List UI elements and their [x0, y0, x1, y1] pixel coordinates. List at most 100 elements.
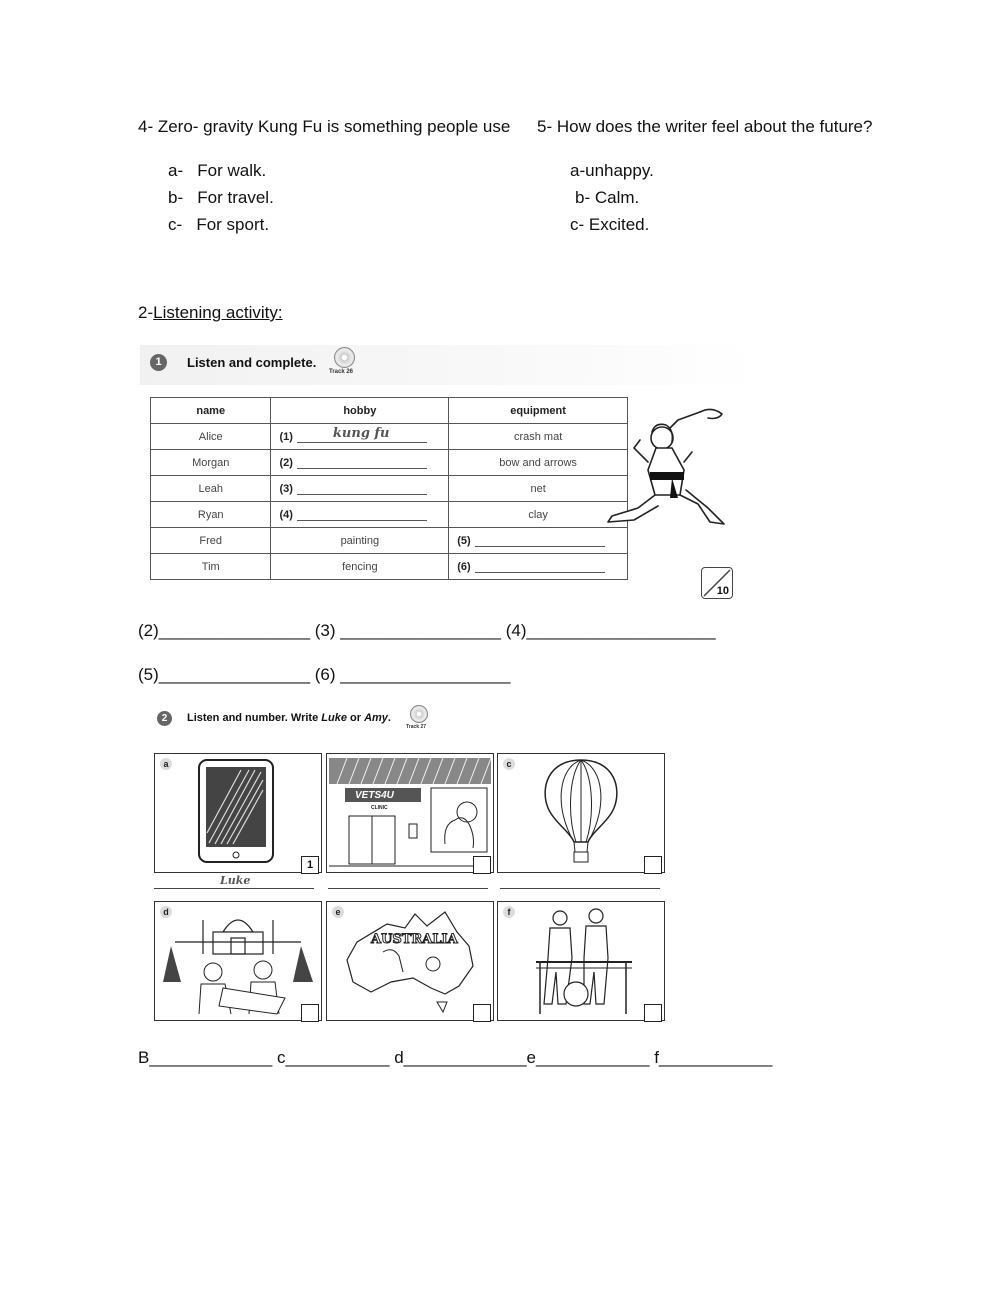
- hobby-blank: (1) kung fu: [270, 423, 450, 450]
- table-row: Fred painting (5): [149, 527, 628, 554]
- write-line-a[interactable]: [154, 888, 314, 889]
- header-hobby: hobby: [270, 397, 450, 424]
- q5-option-a: a-unhappy.: [570, 161, 654, 180]
- write-line-c[interactable]: [500, 888, 660, 889]
- table-row: Leah (3) net: [149, 475, 628, 502]
- number-box[interactable]: [473, 856, 491, 874]
- q4-option-c: c- For sport.: [168, 215, 270, 234]
- number-box[interactable]: [644, 856, 662, 874]
- row-name: Ryan: [149, 501, 272, 528]
- picture-letter: e: [332, 906, 344, 918]
- picture-letter: d: [160, 906, 172, 918]
- table-row: Tim fencing (6): [149, 553, 628, 580]
- tablet-icon: [198, 759, 274, 863]
- number-box[interactable]: [644, 1004, 662, 1022]
- equipment-blank[interactable]: (6): [448, 553, 628, 580]
- ex2-title-or: or: [346, 712, 365, 724]
- question-5: 5- How does the writer feel about the fu…: [537, 117, 873, 136]
- answer-line-3[interactable]: B_____________ c___________ d___________…: [138, 1048, 773, 1067]
- blank-number: (4): [279, 509, 293, 521]
- hobby-table: name hobby equipment Alice (1)kung fu cr…: [149, 397, 628, 580]
- row-name: Leah: [149, 475, 272, 502]
- picture-c: c: [497, 753, 665, 874]
- answer-line[interactable]: [474, 534, 605, 547]
- row-name: Morgan: [149, 449, 272, 476]
- cd-icon: [410, 705, 428, 723]
- q4-option-a: a- For walk.: [168, 161, 267, 180]
- hobby-blank[interactable]: (3): [270, 475, 450, 502]
- picture-b: b VETS4U CLINIC: [326, 753, 494, 874]
- picture-letter: a: [160, 758, 172, 770]
- picture-letter: c: [503, 758, 515, 770]
- hobby-blank[interactable]: (4): [270, 501, 450, 528]
- q5-option-c: c- Excited.: [570, 215, 650, 234]
- ex2-title-text: Listen and number. Write: [187, 712, 322, 724]
- blank-number: (5): [457, 535, 471, 547]
- answer-line[interactable]: [474, 560, 605, 573]
- score-total: 10: [716, 585, 729, 597]
- cd-icon: [334, 347, 355, 368]
- picture-letter: f: [503, 906, 515, 918]
- table-row: Morgan (2) bow and arrows: [149, 449, 628, 476]
- score-diagonal: [703, 569, 731, 597]
- ex2-title-end: .: [387, 712, 391, 724]
- score-box: 10: [701, 567, 733, 599]
- answer-line-2[interactable]: (5)________________ (6) ________________…: [138, 665, 511, 684]
- ex2-title: Listen and number. Write Luke or Amy.: [187, 712, 391, 724]
- answer-line[interactable]: [296, 482, 427, 495]
- answer-line: kung fu: [296, 426, 427, 443]
- ex1-title: Listen and complete.: [187, 355, 317, 370]
- hobby-blank[interactable]: (2): [270, 449, 450, 476]
- kung-fu-girl-illustration: [607, 408, 725, 525]
- number-box: 1: [301, 856, 319, 874]
- listening-title: Listening activity:: [153, 303, 283, 322]
- ex1-header-band: [140, 345, 755, 385]
- picture-e: e AUSTRALIA: [326, 901, 494, 1022]
- equipment-blank[interactable]: (5): [448, 527, 628, 554]
- blank-number: (6): [457, 561, 471, 573]
- picture-d: d: [154, 901, 322, 1022]
- row-name: Tim: [149, 553, 272, 580]
- australia-map-icon: [346, 911, 474, 1014]
- picture-a: a 1: [154, 753, 322, 874]
- answer-line-1[interactable]: (2)________________ (3) ________________…: [138, 621, 716, 640]
- physiotherapy-illustration: [536, 908, 632, 1014]
- answer-line[interactable]: [296, 456, 427, 469]
- blank-number: (3): [279, 483, 293, 495]
- picture-f: f: [497, 901, 665, 1022]
- handwritten-answer: kung fu: [332, 426, 390, 441]
- clinic-sign: VETS4U: [355, 790, 394, 801]
- handwritten-answer: Luke: [220, 874, 251, 887]
- number-box[interactable]: [301, 1004, 319, 1022]
- question-4: 4- Zero- gravity Kung Fu is something pe…: [138, 117, 511, 136]
- row-hobby: painting: [270, 527, 450, 554]
- ex2-number-badge: 2: [157, 711, 172, 726]
- row-equipment: clay: [448, 501, 628, 528]
- listening-prefix: 2-: [138, 303, 154, 322]
- ex1-number-badge: 1: [150, 354, 167, 371]
- row-name: Alice: [149, 423, 272, 450]
- answer-line[interactable]: [296, 508, 427, 521]
- vet-clinic-illustration: [329, 757, 492, 867]
- table-row: Alice (1)kung fu crash mat: [149, 423, 628, 450]
- blank-number: (2): [279, 457, 293, 469]
- ex2-title-amy: Amy: [364, 712, 388, 724]
- number-box[interactable]: [473, 1004, 491, 1022]
- listening-heading: 2-Listening activity:: [138, 303, 283, 323]
- ex1-track: Track 26: [329, 369, 354, 375]
- q4-option-b: b- For travel.: [168, 188, 274, 207]
- row-equipment: bow and arrows: [448, 449, 628, 476]
- australia-label: AUSTRALIA: [371, 932, 459, 948]
- taj-mahal-illustration: [163, 919, 313, 1015]
- clinic-sign-sub: CLINIC: [371, 805, 388, 811]
- row-hobby: fencing: [270, 553, 450, 580]
- ex2-title-luke: Luke: [321, 712, 347, 724]
- row-name: Fred: [149, 527, 272, 554]
- table-row: Ryan (4) clay: [149, 501, 628, 528]
- ex2-track: Track 27: [406, 724, 427, 730]
- table-header-row: name hobby equipment: [149, 397, 628, 424]
- header-name: name: [149, 397, 272, 424]
- header-equipment: equipment: [448, 397, 628, 424]
- write-line-b[interactable]: [328, 888, 488, 889]
- blank-number: (1): [279, 431, 293, 443]
